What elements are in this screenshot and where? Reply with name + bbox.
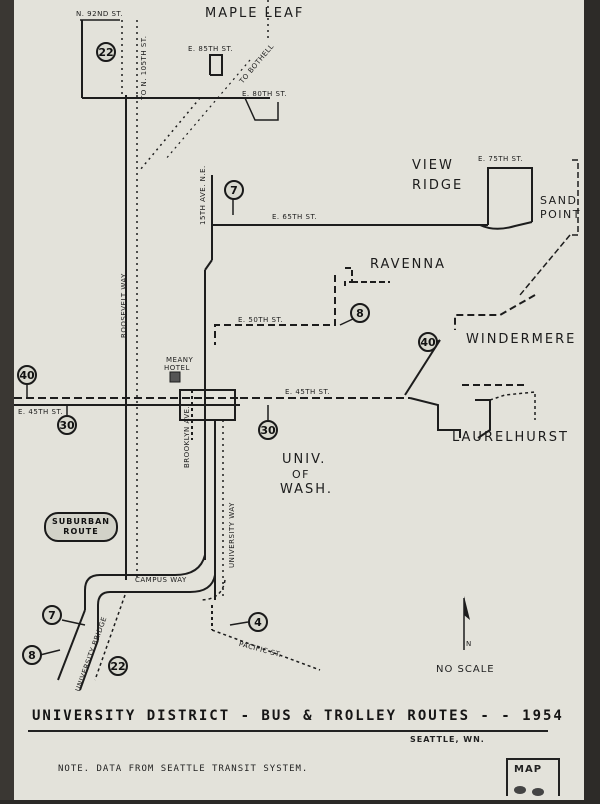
street-n105: TO N. 105TH ST. — [140, 35, 148, 100]
street-n92: N. 92ND ST. — [76, 10, 124, 18]
bridge-line-2 — [79, 639, 99, 691]
map-title: UNIVERSITY DISTRICT - BUS & TROLLEY ROUT… — [32, 708, 564, 724]
route-badge-7: 7 — [224, 180, 244, 200]
sand-point-dashed — [570, 159, 579, 236]
suburban-route-label-1: SUBURBAN — [52, 517, 110, 526]
hotel-label-2: HOTEL — [164, 364, 190, 372]
route-badge-8: 8 — [350, 303, 370, 323]
area-windermere: WINDERMERE — [466, 332, 577, 347]
e80-loop — [244, 97, 279, 121]
view-ridge-curve — [479, 221, 533, 230]
sand-point-dashed-diag — [519, 234, 571, 296]
map-tab-box — [506, 758, 560, 796]
bothell-dotted — [164, 59, 251, 161]
title-underline — [28, 730, 548, 732]
street-15th-ave: 15TH AVE. N.E. — [199, 165, 207, 225]
street-e45-left: E. 45TH ST. — [18, 408, 64, 416]
street-roosevelt: ROOSEVELT WAY — [120, 273, 128, 338]
map-subtitle: SEATTLE, WN. — [410, 735, 485, 744]
bridge-line-1 — [57, 609, 86, 681]
north-arrow-icon — [464, 596, 470, 620]
street-brooklyn: BROOKLYN AVE. — [183, 405, 191, 468]
footprint-icon-2 — [532, 788, 544, 796]
area-univ-3: WASH. — [280, 482, 333, 497]
pacific-dotted — [211, 629, 321, 671]
route-lines — [14, 0, 579, 691]
laurelhurst-loop — [475, 399, 491, 439]
binding-edge-left — [0, 0, 14, 800]
area-sand-point-2: POINT — [540, 208, 581, 221]
north-label: N — [466, 640, 472, 648]
route-badge-30-west: 30 — [57, 415, 77, 435]
route-badge-8-south: 8 — [22, 645, 42, 665]
area-univ-1: UNIV. — [282, 452, 327, 467]
route-badge-22-south: 22 — [108, 656, 128, 676]
campus-way-outer — [84, 554, 206, 610]
campus-way-dotted — [199, 579, 226, 601]
hotel-icon — [169, 371, 181, 383]
footprint-icon — [514, 786, 526, 794]
route-badge-7-south: 7 — [42, 605, 62, 625]
map-tab-label: MAP — [514, 764, 543, 775]
street-e45: E. 45TH ST. — [285, 388, 331, 396]
leader-4 — [229, 621, 249, 626]
campus-way-inner — [97, 574, 216, 640]
e85-loop — [209, 54, 223, 76]
windermere-dashed — [454, 294, 536, 330]
street-e85: E. 85TH ST. — [188, 45, 234, 53]
street-campus-way: CAMPUS WAY — [135, 576, 187, 584]
view-ridge-loop — [487, 167, 533, 225]
scale-note: NO SCALE — [436, 664, 495, 675]
street-e75: E. 75TH ST. — [478, 155, 524, 163]
binding-edge-right — [584, 0, 600, 800]
area-univ-2: OF — [292, 468, 310, 481]
laurelhurst-dotted — [489, 391, 536, 420]
area-view-ridge-2: RIDGE — [412, 178, 464, 193]
route-7-jog — [204, 259, 213, 271]
area-maple-leaf: MAPLE LEAF — [205, 6, 305, 21]
area-sand-point-1: SAND — [540, 194, 578, 207]
route-8-e50 — [214, 275, 336, 345]
street-university-way: UNIVERSITY WAY — [228, 502, 236, 568]
area-laurelhurst: LAURELHURST — [452, 430, 569, 445]
source-note: NOTE. DATA FROM SEATTLE TRANSIT SYSTEM. — [58, 764, 309, 774]
leader-7b — [61, 619, 86, 626]
route-badge-40: 40 — [418, 332, 438, 352]
diagonal-dotted-north — [139, 97, 201, 171]
route-badge-40-west: 40 — [17, 365, 37, 385]
leader-8b — [39, 649, 61, 656]
suburban-route-label-2: ROUTE — [63, 527, 99, 536]
street-e80: E. 80TH ST. — [242, 90, 288, 98]
street-e50: E. 50TH ST. — [238, 316, 284, 324]
area-view-ridge-1: VIEW — [412, 158, 454, 173]
laurelhurst-route — [409, 397, 461, 438]
route-badge-4: 4 — [248, 612, 268, 632]
route-badge-30: 30 — [258, 420, 278, 440]
route-badge-22: 22 — [96, 42, 116, 62]
brooklyn-loop — [179, 389, 236, 421]
suburban-route-badge: SUBURBAN ROUTE — [44, 512, 118, 542]
street-e65: E. 65TH ST. — [272, 213, 318, 221]
paper — [14, 0, 584, 800]
hotel-label-1: MEANY — [166, 356, 194, 364]
area-ravenna: RAVENNA — [370, 257, 447, 272]
